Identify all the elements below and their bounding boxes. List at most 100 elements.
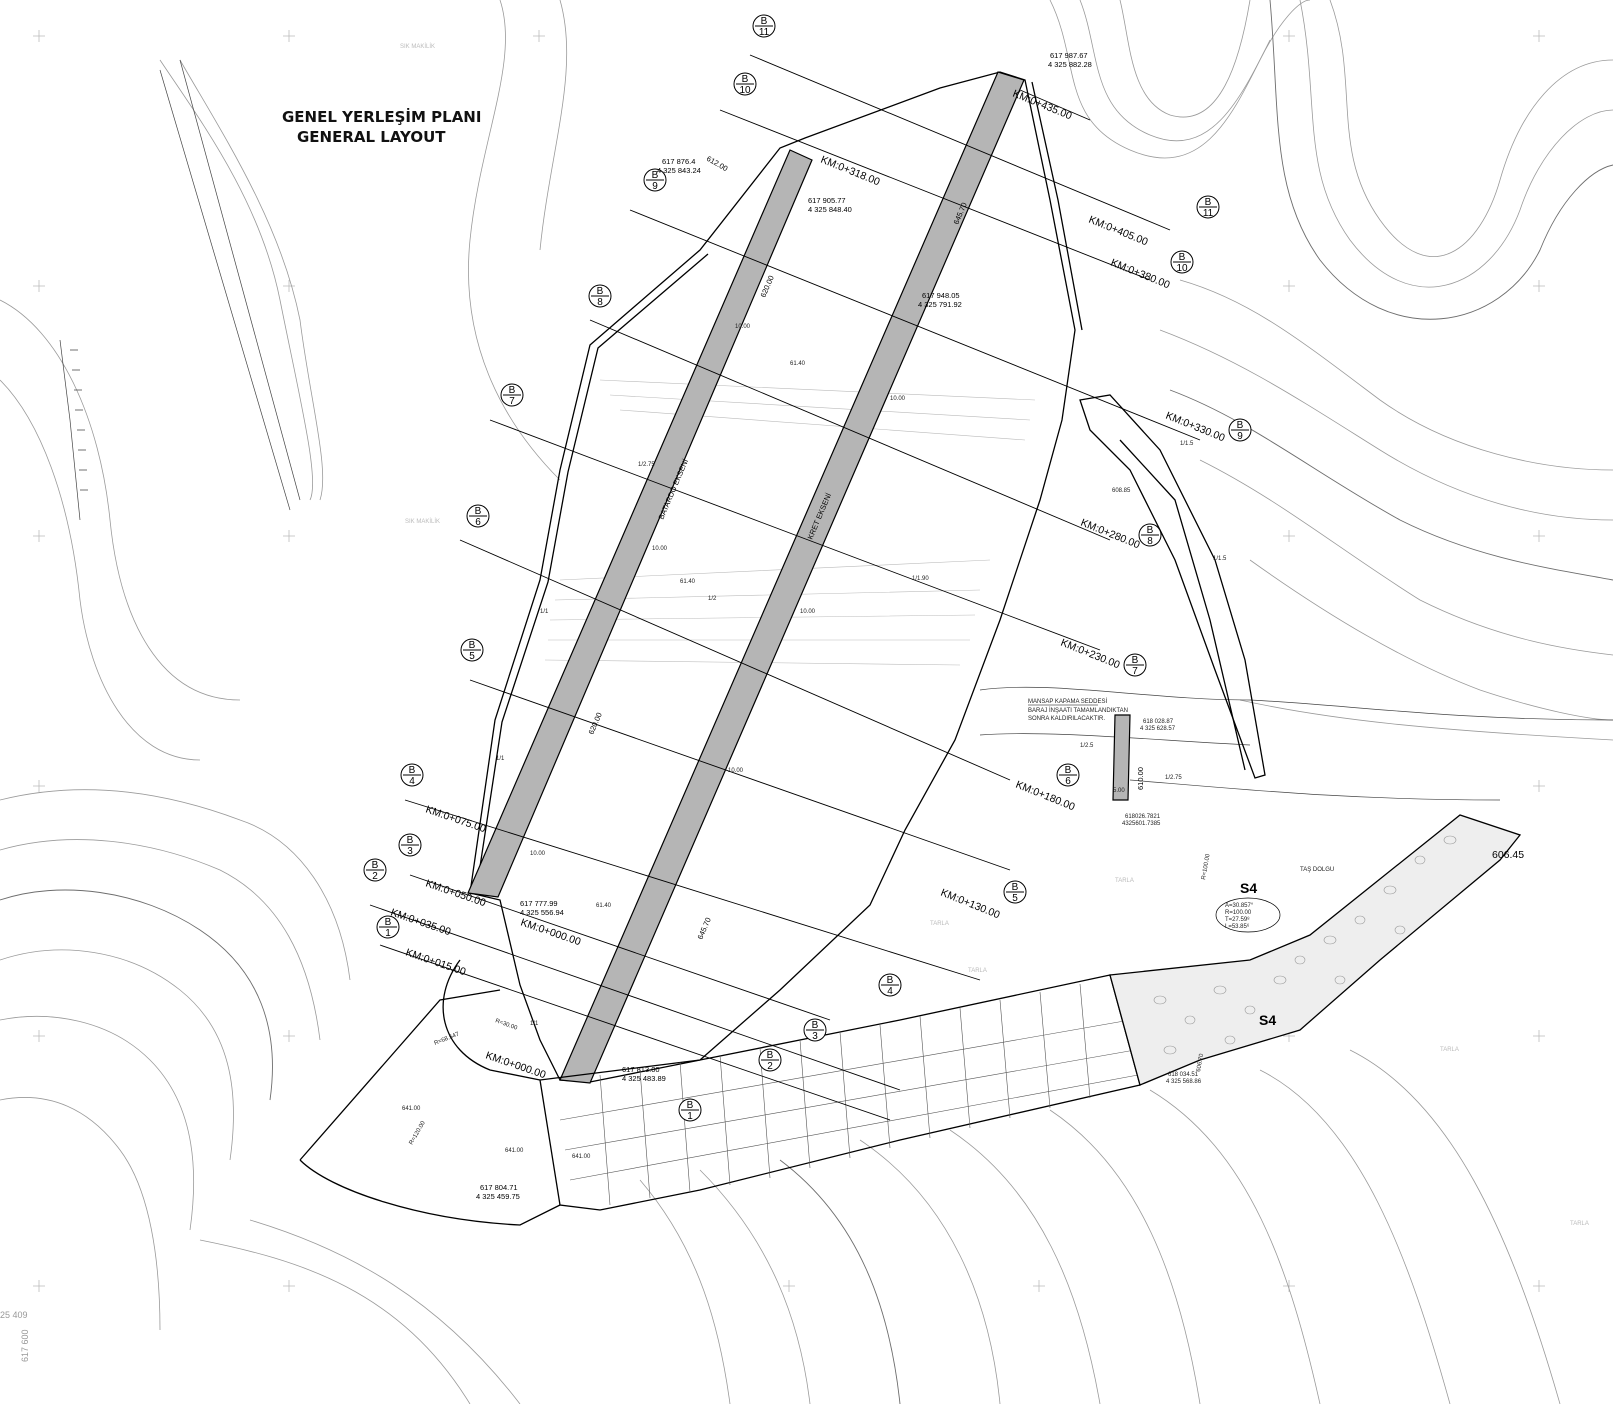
svg-text:BARAJ İNŞAATI TAMAMLANDIKTAN: BARAJ İNŞAATI TAMAMLANDIKTAN	[1028, 707, 1128, 714]
downstream-berm-line	[1031, 81, 1083, 331]
svg-text:1/2.5: 1/2.5	[1080, 743, 1094, 749]
svg-text:KM:0+405.00: KM:0+405.00	[1087, 214, 1150, 249]
svg-text:B: B	[1012, 882, 1019, 893]
svg-text:10.00: 10.00	[728, 768, 744, 774]
svg-text:B: B	[812, 1020, 819, 1031]
svg-text:61.40: 61.40	[596, 903, 612, 909]
svg-text:B: B	[407, 835, 414, 846]
svg-text:KM:0+000.00: KM:0+000.00	[519, 916, 582, 948]
diversion-channel-centerline	[1119, 439, 1246, 771]
svg-text:B: B	[469, 640, 476, 651]
svg-text:617 777.99: 617 777.99	[520, 899, 558, 908]
svg-text:641.00: 641.00	[572, 1154, 591, 1160]
svg-text:B: B	[372, 860, 379, 871]
svg-text:S4: S4	[1240, 880, 1257, 896]
svg-text:A=30.857°: A=30.857°	[1225, 903, 1254, 909]
svg-text:B: B	[1147, 525, 1154, 536]
diversion-channel	[1079, 394, 1266, 779]
svg-text:1/1: 1/1	[540, 609, 549, 615]
svg-text:KM:0+075.00: KM:0+075.00	[424, 803, 487, 835]
svg-text:R=30.00: R=30.00	[494, 1018, 518, 1032]
svg-text:10: 10	[1176, 263, 1188, 274]
svg-text:645.70: 645.70	[696, 916, 713, 941]
svg-text:TARLA: TARLA	[930, 921, 949, 927]
svg-text:2: 2	[372, 871, 378, 882]
svg-text:TARLA: TARLA	[1115, 878, 1134, 884]
svg-text:4325601.7385: 4325601.7385	[1122, 821, 1161, 827]
svg-text:B: B	[742, 74, 749, 85]
svg-text:641.00: 641.00	[402, 1106, 421, 1112]
crest-axis-strip	[559, 71, 1025, 1084]
svg-text:B: B	[475, 506, 482, 517]
svg-text:B: B	[1237, 420, 1244, 431]
svg-text:MANSAP KAPAMA SEDDESİ: MANSAP KAPAMA SEDDESİ	[1028, 698, 1107, 705]
svg-text:61.40: 61.40	[680, 579, 696, 585]
svg-text:4 325 843.24: 4 325 843.24	[657, 166, 701, 175]
svg-text:R=100.00: R=100.00	[1225, 910, 1252, 916]
approach-channel	[299, 959, 561, 1226]
grid-crosses	[33, 30, 1545, 1292]
svg-text:4 325 568.86: 4 325 568.86	[1166, 1079, 1202, 1085]
svg-text:1/1: 1/1	[496, 756, 505, 762]
svg-text:4 325 848.40: 4 325 848.40	[808, 205, 852, 214]
svg-text:10.00: 10.00	[800, 609, 816, 615]
svg-text:612.00: 612.00	[705, 154, 729, 173]
svg-text:6: 6	[1065, 776, 1071, 787]
svg-text:11: 11	[1203, 208, 1214, 219]
svg-text:B: B	[409, 765, 416, 776]
coordinate-labels: 617 987.674 325 882.28 617 876.44 325 84…	[476, 51, 1202, 1201]
svg-text:KM:0+130.00: KM:0+130.00	[939, 887, 1002, 922]
svg-text:2: 2	[767, 1061, 773, 1072]
svg-text:TARLA: TARLA	[1440, 1047, 1459, 1053]
svg-text:L=53.85⁶: L=53.85⁶	[1225, 923, 1250, 930]
svg-text:1/1.5: 1/1.5	[1180, 441, 1194, 447]
stone-pattern	[1153, 835, 1457, 1055]
svg-text:620.00: 620.00	[587, 711, 604, 736]
downstream-cofferdam-note: MANSAP KAPAMA SEDDESİ BARAJ İNŞAATI TAMA…	[1028, 698, 1128, 722]
downstream-cofferdam-strip	[1112, 714, 1131, 801]
spillway-chute	[539, 974, 1141, 1211]
svg-text:8: 8	[597, 297, 603, 308]
svg-text:KM:0+000.00: KM:0+000.00	[484, 1049, 547, 1081]
svg-text:617 905.77: 617 905.77	[808, 196, 846, 205]
svg-text:4: 4	[887, 986, 893, 997]
svg-text:KM:0+435.00: KM:0+435.00	[1011, 88, 1074, 123]
svg-text:10.00: 10.00	[530, 851, 546, 857]
svg-text:617 876.4: 617 876.4	[662, 157, 695, 166]
svg-text:5.00: 5.00	[1113, 788, 1125, 794]
svg-text:4 325 483.89: 4 325 483.89	[622, 1074, 666, 1083]
svg-text:SONRA KALDIRILACAKTIR.: SONRA KALDIRILACAKTIR.	[1028, 716, 1105, 722]
svg-text:TARLA: TARLA	[1570, 1221, 1589, 1227]
svg-text:B: B	[1205, 197, 1212, 208]
svg-text:B: B	[652, 170, 659, 181]
km-labels-other: KM:0+318.00 KM:0+000.00 KM:0+000.00	[484, 154, 882, 1082]
svg-text:T=27.59⁸: T=27.59⁸	[1225, 916, 1250, 923]
svg-text:1/1.5: 1/1.5	[1213, 556, 1227, 562]
svg-text:606.70: 606.70	[1196, 1053, 1205, 1073]
svg-text:617 948.05: 617 948.05	[922, 291, 960, 300]
svg-text:B: B	[597, 286, 604, 297]
svg-text:R=120.00: R=120.00	[409, 1120, 428, 1146]
svg-text:618026.7821: 618026.7821	[1125, 814, 1161, 820]
elevation-606-45: 606.45	[1492, 849, 1524, 861]
svg-text:B: B	[1179, 252, 1186, 263]
svg-text:B: B	[767, 1050, 774, 1061]
svg-text:1/2.75: 1/2.75	[1165, 775, 1182, 781]
svg-text:B: B	[509, 385, 516, 396]
svg-text:B: B	[687, 1100, 694, 1111]
svg-text:B: B	[1132, 655, 1139, 666]
slope-hatching	[59, 59, 1613, 801]
spillway-grid	[559, 983, 1139, 1206]
svg-text:7: 7	[1132, 666, 1138, 677]
svg-text:1: 1	[385, 928, 391, 939]
svg-text:KM:0+318.00: KM:0+318.00	[819, 154, 882, 189]
svg-text:4 325 882.28: 4 325 882.28	[1048, 60, 1092, 69]
svg-text:5: 5	[469, 651, 475, 662]
svg-text:10.00: 10.00	[652, 546, 668, 552]
section-markers-left: B1 B2 B3 B4 B5 B6 B7 B8 B9 B10 B11	[363, 14, 776, 939]
svg-text:4 325 791.92: 4 325 791.92	[918, 300, 962, 309]
svg-text:10: 10	[739, 85, 751, 96]
svg-text:B: B	[385, 917, 392, 928]
